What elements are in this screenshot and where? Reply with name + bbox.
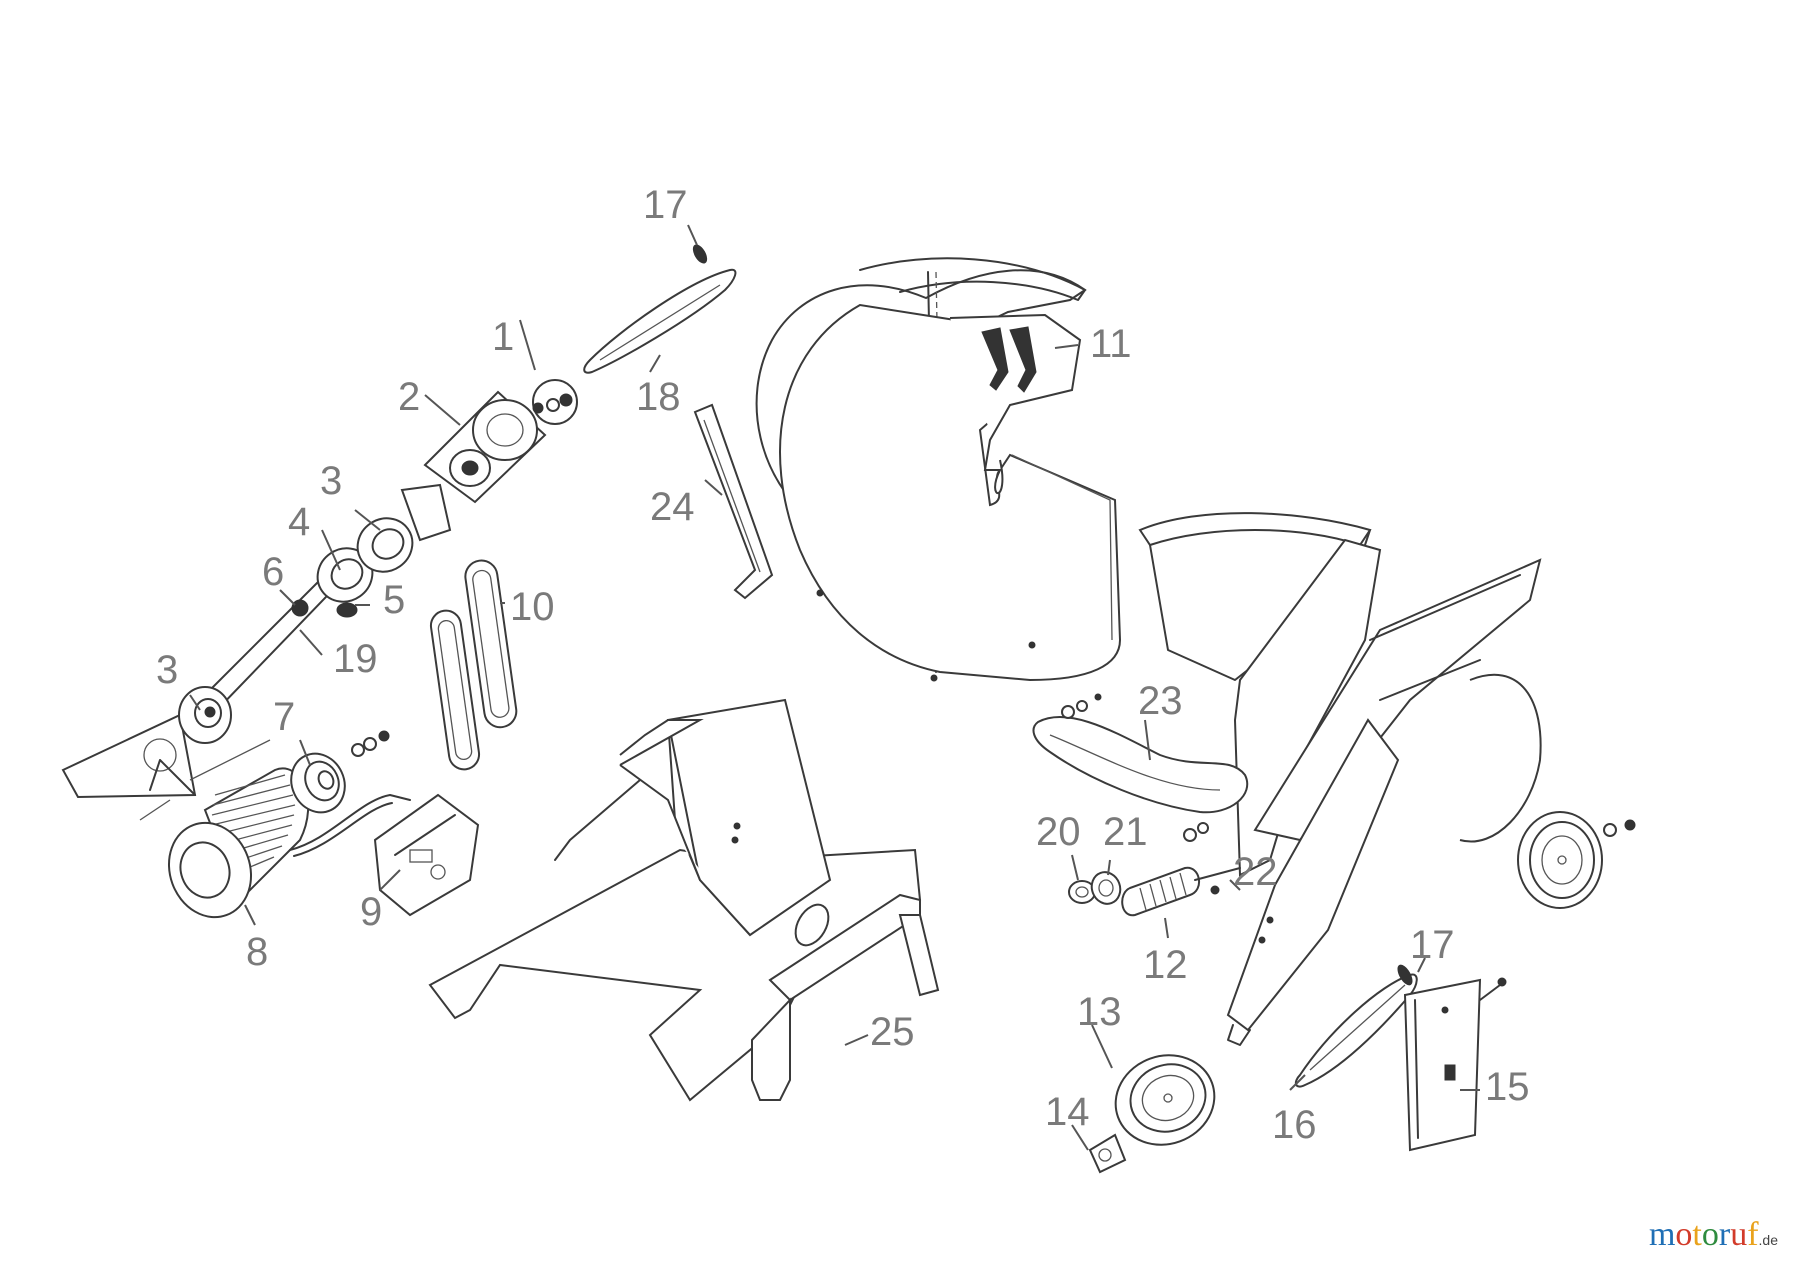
callout-9: 9 [360, 890, 382, 934]
logo-letter-1: m [1648, 1216, 1676, 1253]
belts-10 [429, 559, 518, 771]
logo-letter-6: u [1730, 1216, 1748, 1253]
callout-19: 19 [333, 637, 378, 681]
logo-letter-7: f [1747, 1216, 1759, 1253]
shaft-19 [178, 558, 354, 744]
callout-13: 13 [1077, 990, 1122, 1034]
axle-12-washers-20-21-22 [1068, 866, 1241, 917]
callout-5: 5 [383, 578, 405, 622]
leader-lines [189, 224, 1480, 1151]
callout-11: 11 [1090, 322, 1132, 366]
logo-letter-2: o [1675, 1216, 1693, 1253]
callout-17-top: 17 [643, 183, 688, 227]
callout-15: 15 [1485, 1065, 1530, 1109]
bracket-23 [1032, 693, 1249, 842]
callout-3-lower: 3 [156, 648, 178, 692]
motor-8 [167, 767, 411, 919]
flange-2-and-nut-1 [423, 379, 578, 504]
callout-25: 25 [870, 1010, 915, 1054]
switch-box-9 [373, 793, 480, 917]
callout-20: 20 [1036, 810, 1081, 854]
callout-4: 4 [288, 500, 310, 544]
callout-8: 8 [246, 930, 268, 974]
callout-2: 2 [398, 375, 420, 419]
callout-21: 21 [1103, 810, 1148, 854]
wheel-13 [1088, 1054, 1216, 1174]
logo-letter-5: r [1718, 1216, 1731, 1253]
callout-numbers: 17 1 18 2 11 3 4 24 6 5 10 19 3 7 23 20 … [156, 183, 1530, 1147]
handle-16-17 [1294, 964, 1418, 1088]
bearing-4-and-3 [291, 483, 452, 618]
callout-18: 18 [636, 375, 681, 419]
motoruf-logo: motoruf.de [1649, 1216, 1778, 1254]
callout-16: 16 [1272, 1103, 1317, 1147]
callout-17-right: 17 [1410, 923, 1455, 967]
machine-frame [428, 698, 940, 1102]
callout-1: 1 [492, 315, 514, 359]
callout-10: 10 [510, 585, 555, 629]
callout-23: 23 [1138, 679, 1183, 723]
motor-plate [61, 713, 271, 821]
blade-guard-part-11 [755, 257, 1122, 682]
support-bar-18 [583, 244, 737, 374]
callout-7: 7 [273, 695, 295, 739]
callout-12: 12 [1143, 943, 1188, 987]
callout-22: 22 [1233, 850, 1278, 894]
wheel-right [1517, 811, 1636, 909]
logo-tld: .de [1758, 1232, 1778, 1248]
callout-14: 14 [1045, 1090, 1090, 1134]
strip-24 [693, 403, 774, 600]
callout-6: 6 [262, 550, 284, 594]
logo-letter-3: t [1692, 1216, 1702, 1253]
pulley-7 [290, 730, 390, 814]
lower-tray [1138, 512, 1542, 1046]
logo-letter-4: o [1701, 1216, 1719, 1253]
cover-15 [1403, 977, 1507, 1152]
callout-3-upper: 3 [320, 459, 342, 503]
callout-24: 24 [650, 485, 695, 529]
